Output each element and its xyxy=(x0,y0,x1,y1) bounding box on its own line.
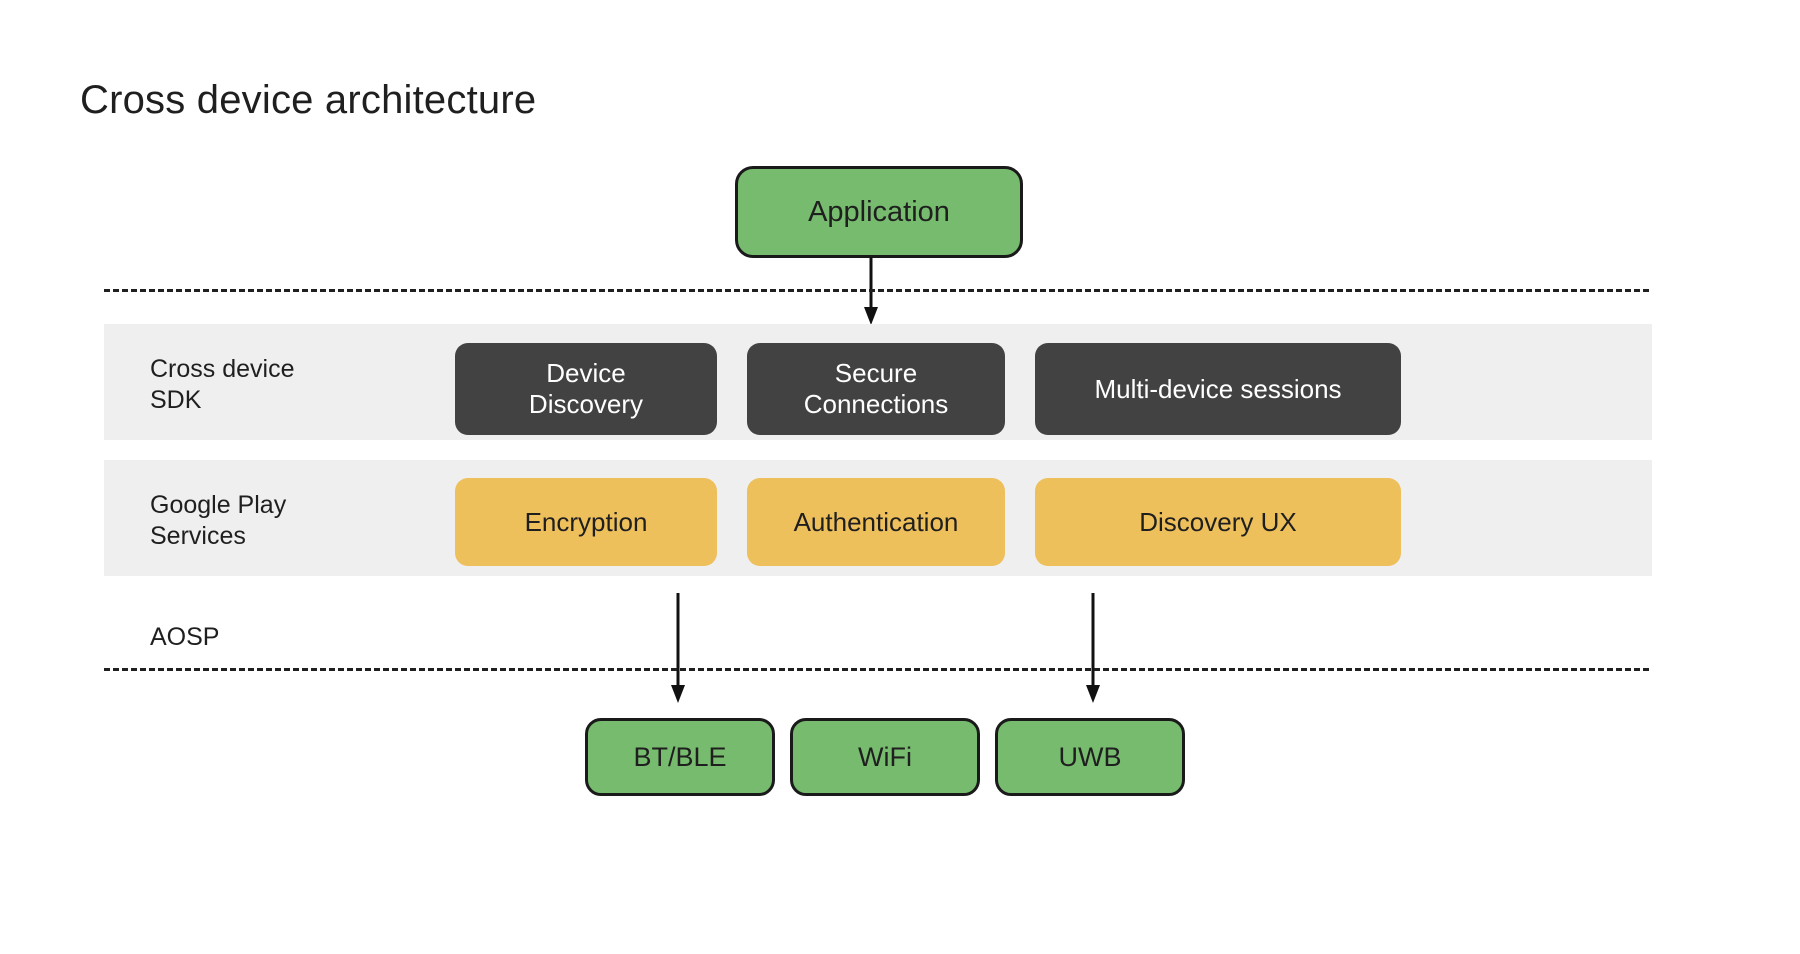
node-authentication[interactable]: Authentication xyxy=(747,478,1005,566)
arrow-aosp-to-bt-ble xyxy=(671,593,685,703)
separator-app-sdk-boundary xyxy=(104,289,1649,292)
node-encryption-label: Encryption xyxy=(524,506,648,537)
node-bt-ble[interactable]: BT/BLE xyxy=(585,718,775,796)
node-secure-connections-label: Secure Connections xyxy=(803,358,949,419)
node-authentication-label: Authentication xyxy=(793,506,959,537)
layer-label-cross-device-sdk: Cross device SDK xyxy=(150,355,295,414)
node-uwb[interactable]: UWB xyxy=(995,718,1185,796)
layer-label-google-play-services: Google Play Services xyxy=(150,491,287,550)
node-wifi[interactable]: WiFi xyxy=(790,718,980,796)
arrow-application-to-sdk xyxy=(864,257,878,325)
node-multi-device-sessions-label: Multi-device sessions xyxy=(1094,373,1342,404)
node-application[interactable]: Application xyxy=(735,166,1023,258)
node-device-discovery-label: Device Discovery xyxy=(528,358,644,419)
node-encryption[interactable]: Encryption xyxy=(455,478,717,566)
node-application-label: Application xyxy=(808,195,950,228)
layer-label-aosp: AOSP xyxy=(150,623,220,651)
node-secure-connections[interactable]: Secure Connections xyxy=(747,343,1005,435)
node-bt-ble-label: BT/BLE xyxy=(633,741,727,772)
node-device-discovery[interactable]: Device Discovery xyxy=(455,343,717,435)
node-discovery-ux[interactable]: Discovery UX xyxy=(1035,478,1401,566)
node-multi-device-sessions[interactable]: Multi-device sessions xyxy=(1035,343,1401,435)
page-title: Cross device architecture xyxy=(80,78,537,122)
node-discovery-ux-label: Discovery UX xyxy=(1139,506,1297,537)
node-uwb-label: UWB xyxy=(1058,741,1122,772)
arrow-aosp-to-uwb xyxy=(1086,593,1100,703)
node-wifi-label: WiFi xyxy=(858,741,912,772)
separator-aosp-transport-boundary xyxy=(104,668,1649,671)
